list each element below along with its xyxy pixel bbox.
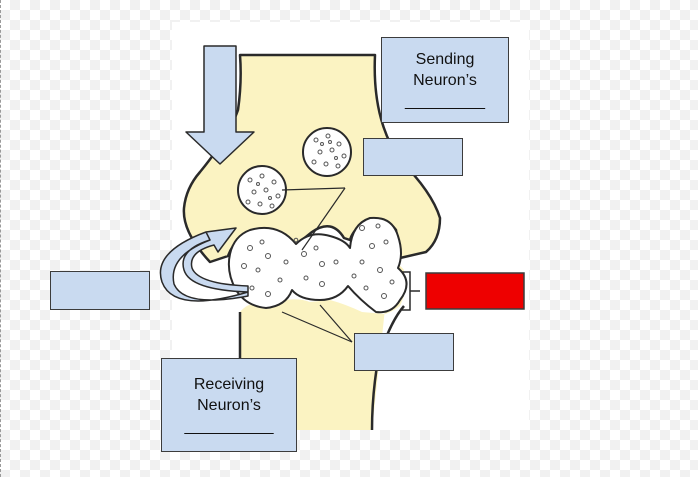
page-edge-divider (0, 0, 3, 477)
vesicle-lower (237, 165, 287, 215)
sending-label-blank: _________ (404, 92, 486, 110)
sending-label-line2: Neuron’s (413, 71, 477, 89)
curved-arrow-icon (159, 227, 249, 302)
receptor-answer-box[interactable] (354, 333, 454, 371)
down-arrow-icon (185, 45, 255, 165)
vesicle-lower-specks (245, 173, 281, 209)
receiving-label-line2: Neuron’s (197, 396, 261, 414)
neurotransmitter-release (227, 216, 408, 314)
receiving-neuron-label[interactable]: Receiving Neuron’s __________ (161, 358, 297, 452)
vesicle-upper-specks (311, 133, 347, 169)
vesicle-upper (302, 127, 352, 177)
sending-label-line1: Sending (415, 50, 475, 68)
receiving-label-line1: Receiving (193, 375, 265, 393)
red-answer-box[interactable] (425, 272, 525, 310)
receptor-leader-lines (281, 304, 353, 343)
synapse-bracket-icon (402, 271, 420, 311)
receiving-label-blank: __________ (184, 417, 274, 435)
neurotransmitter-specks (241, 223, 395, 299)
sending-neuron-label[interactable]: Sending Neuron’s _________ (381, 37, 509, 123)
left-answer-box[interactable] (50, 271, 150, 310)
vesicle-answer-box[interactable] (363, 138, 463, 176)
vesicle-leader-lines (281, 187, 346, 251)
